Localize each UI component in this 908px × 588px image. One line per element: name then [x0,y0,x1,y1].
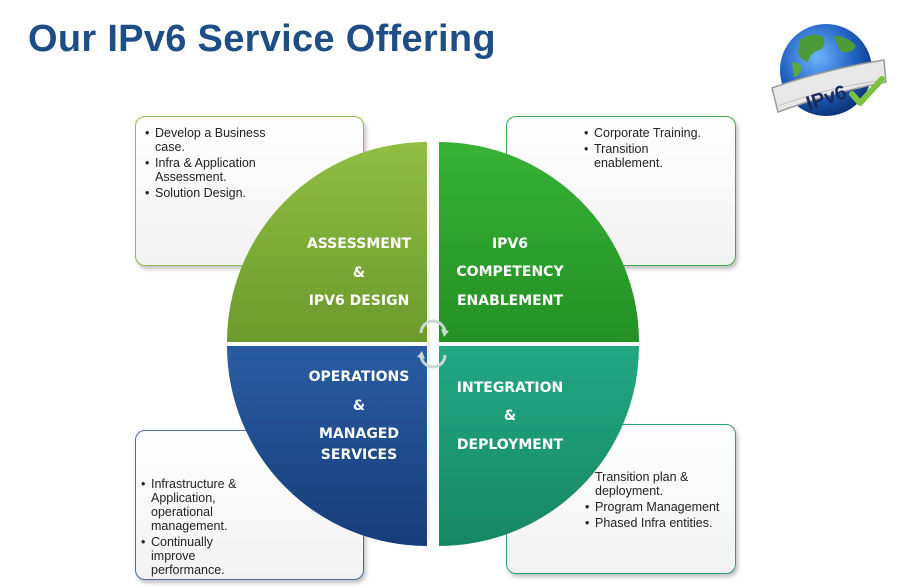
operations-label-3: MANAGED [319,426,399,442]
integration-quadrant [439,346,639,546]
assessment-label-3: IPV6 DESIGN [309,293,410,309]
assessment-label-2: & [353,265,365,281]
list-item: Program Management [585,500,731,514]
integration-label-2: & [504,408,516,424]
competency-label-1: IPV6 [492,236,528,252]
operations-label-4: SERVICES [321,447,397,463]
competency-quadrant [439,142,639,342]
ipv6-globe-logo: IPv6 [771,24,887,116]
integration-label-3: DEPLOYMENT [457,437,564,453]
list-item: Infrastructure & Application, operationa… [141,477,249,533]
operations-label-1: OPERATIONS [309,369,410,385]
list-item: Continually improve performance. [141,535,249,577]
integration-label-1: INTEGRATION [457,380,563,396]
list-item: Transition plan & deployment. [595,470,689,498]
list-item: Corporate Training. [584,126,724,140]
list-item: Develop a Business case. [145,126,275,154]
checkmark-icon [849,76,885,106]
operations-label-2: & [353,398,365,414]
list-item: Solution Design. [145,186,275,200]
list-item: Infra & Application Assessment. [145,156,275,184]
competency-label-3: ENABLEMENT [457,293,563,309]
assessment-label-1: ASSESSMENT [307,236,412,252]
assessment-quadrant [227,142,427,342]
competency-label-2: COMPETENCY [456,264,564,280]
list-item: Phased Infra entities. [585,516,731,530]
page-title: Our IPv6 Service Offering [28,18,496,60]
cycle-arrows-icon [417,319,449,369]
operations-quadrant [227,346,427,546]
list-item: Transition enablement. [584,142,674,170]
